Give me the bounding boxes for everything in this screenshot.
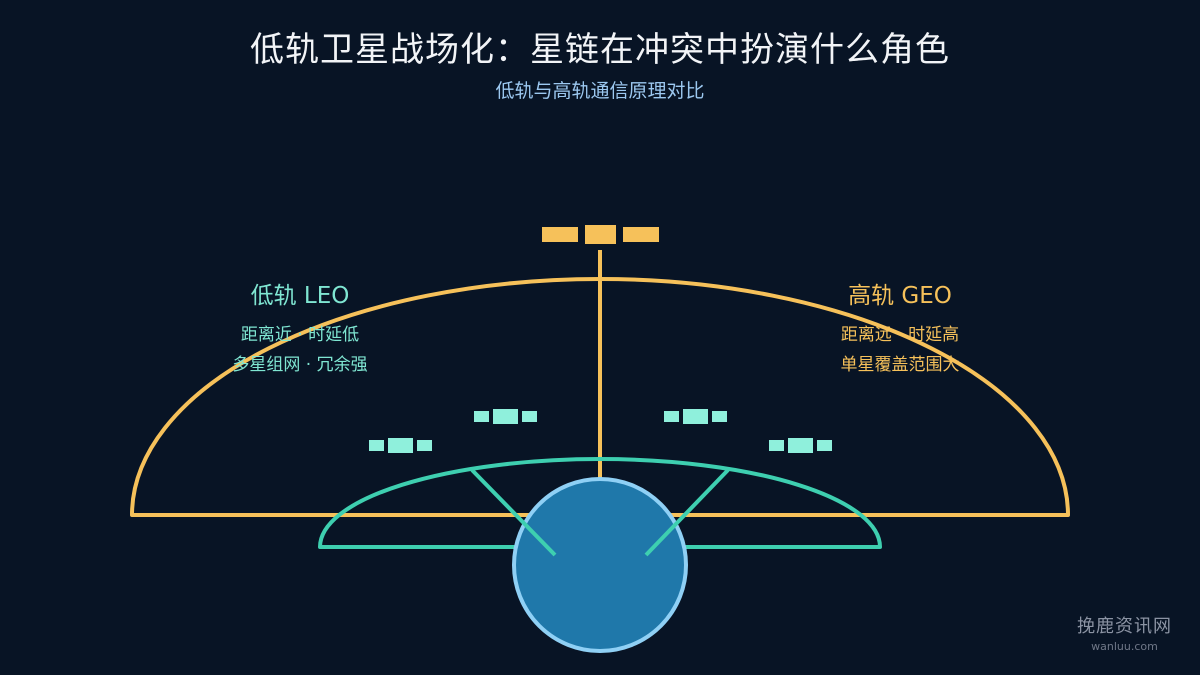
leo-satellite-icon [474, 409, 537, 424]
leo-heading: 低轨 LEO [250, 283, 350, 309]
earth-globe [512, 477, 688, 653]
geo-satellite-icon [542, 225, 659, 244]
watermark-url: wanluu.com [1091, 640, 1158, 653]
leo-satellite-icon [369, 438, 432, 453]
leo-satellite-icon [664, 409, 727, 424]
geo-coverage-arc [130, 277, 1070, 517]
leo-satellite-icon [769, 438, 832, 453]
geo-label: 高轨 GEO 距离远 · 时延高 单星覆盖范围大 [770, 276, 1030, 380]
watermark: 挽鹿资讯网 wanluu.com [1077, 612, 1172, 653]
page-title: 低轨卫星战场化：星链在冲突中扮演什么角色 [250, 30, 950, 70]
page-subtitle: 低轨与高轨通信原理对比 [495, 80, 705, 102]
leo-coverage-arc [318, 457, 882, 549]
watermark-brand: 挽鹿资讯网 [1077, 616, 1172, 637]
geo-feature-2: 单星覆盖范围大 [840, 355, 960, 375]
leo-feature-1: 距离近 · 时延低 [240, 325, 360, 345]
leo-label: 低轨 LEO 距离近 · 时延低 多星组网 · 冗余强 [170, 276, 430, 380]
geo-heading: 高轨 GEO [848, 283, 952, 309]
geo-feature-1: 距离远 · 时延高 [840, 325, 960, 345]
leo-beam-left [470, 468, 557, 557]
leo-feature-2: 多星组网 · 冗余强 [232, 355, 368, 375]
leo-beam-right [644, 468, 730, 557]
